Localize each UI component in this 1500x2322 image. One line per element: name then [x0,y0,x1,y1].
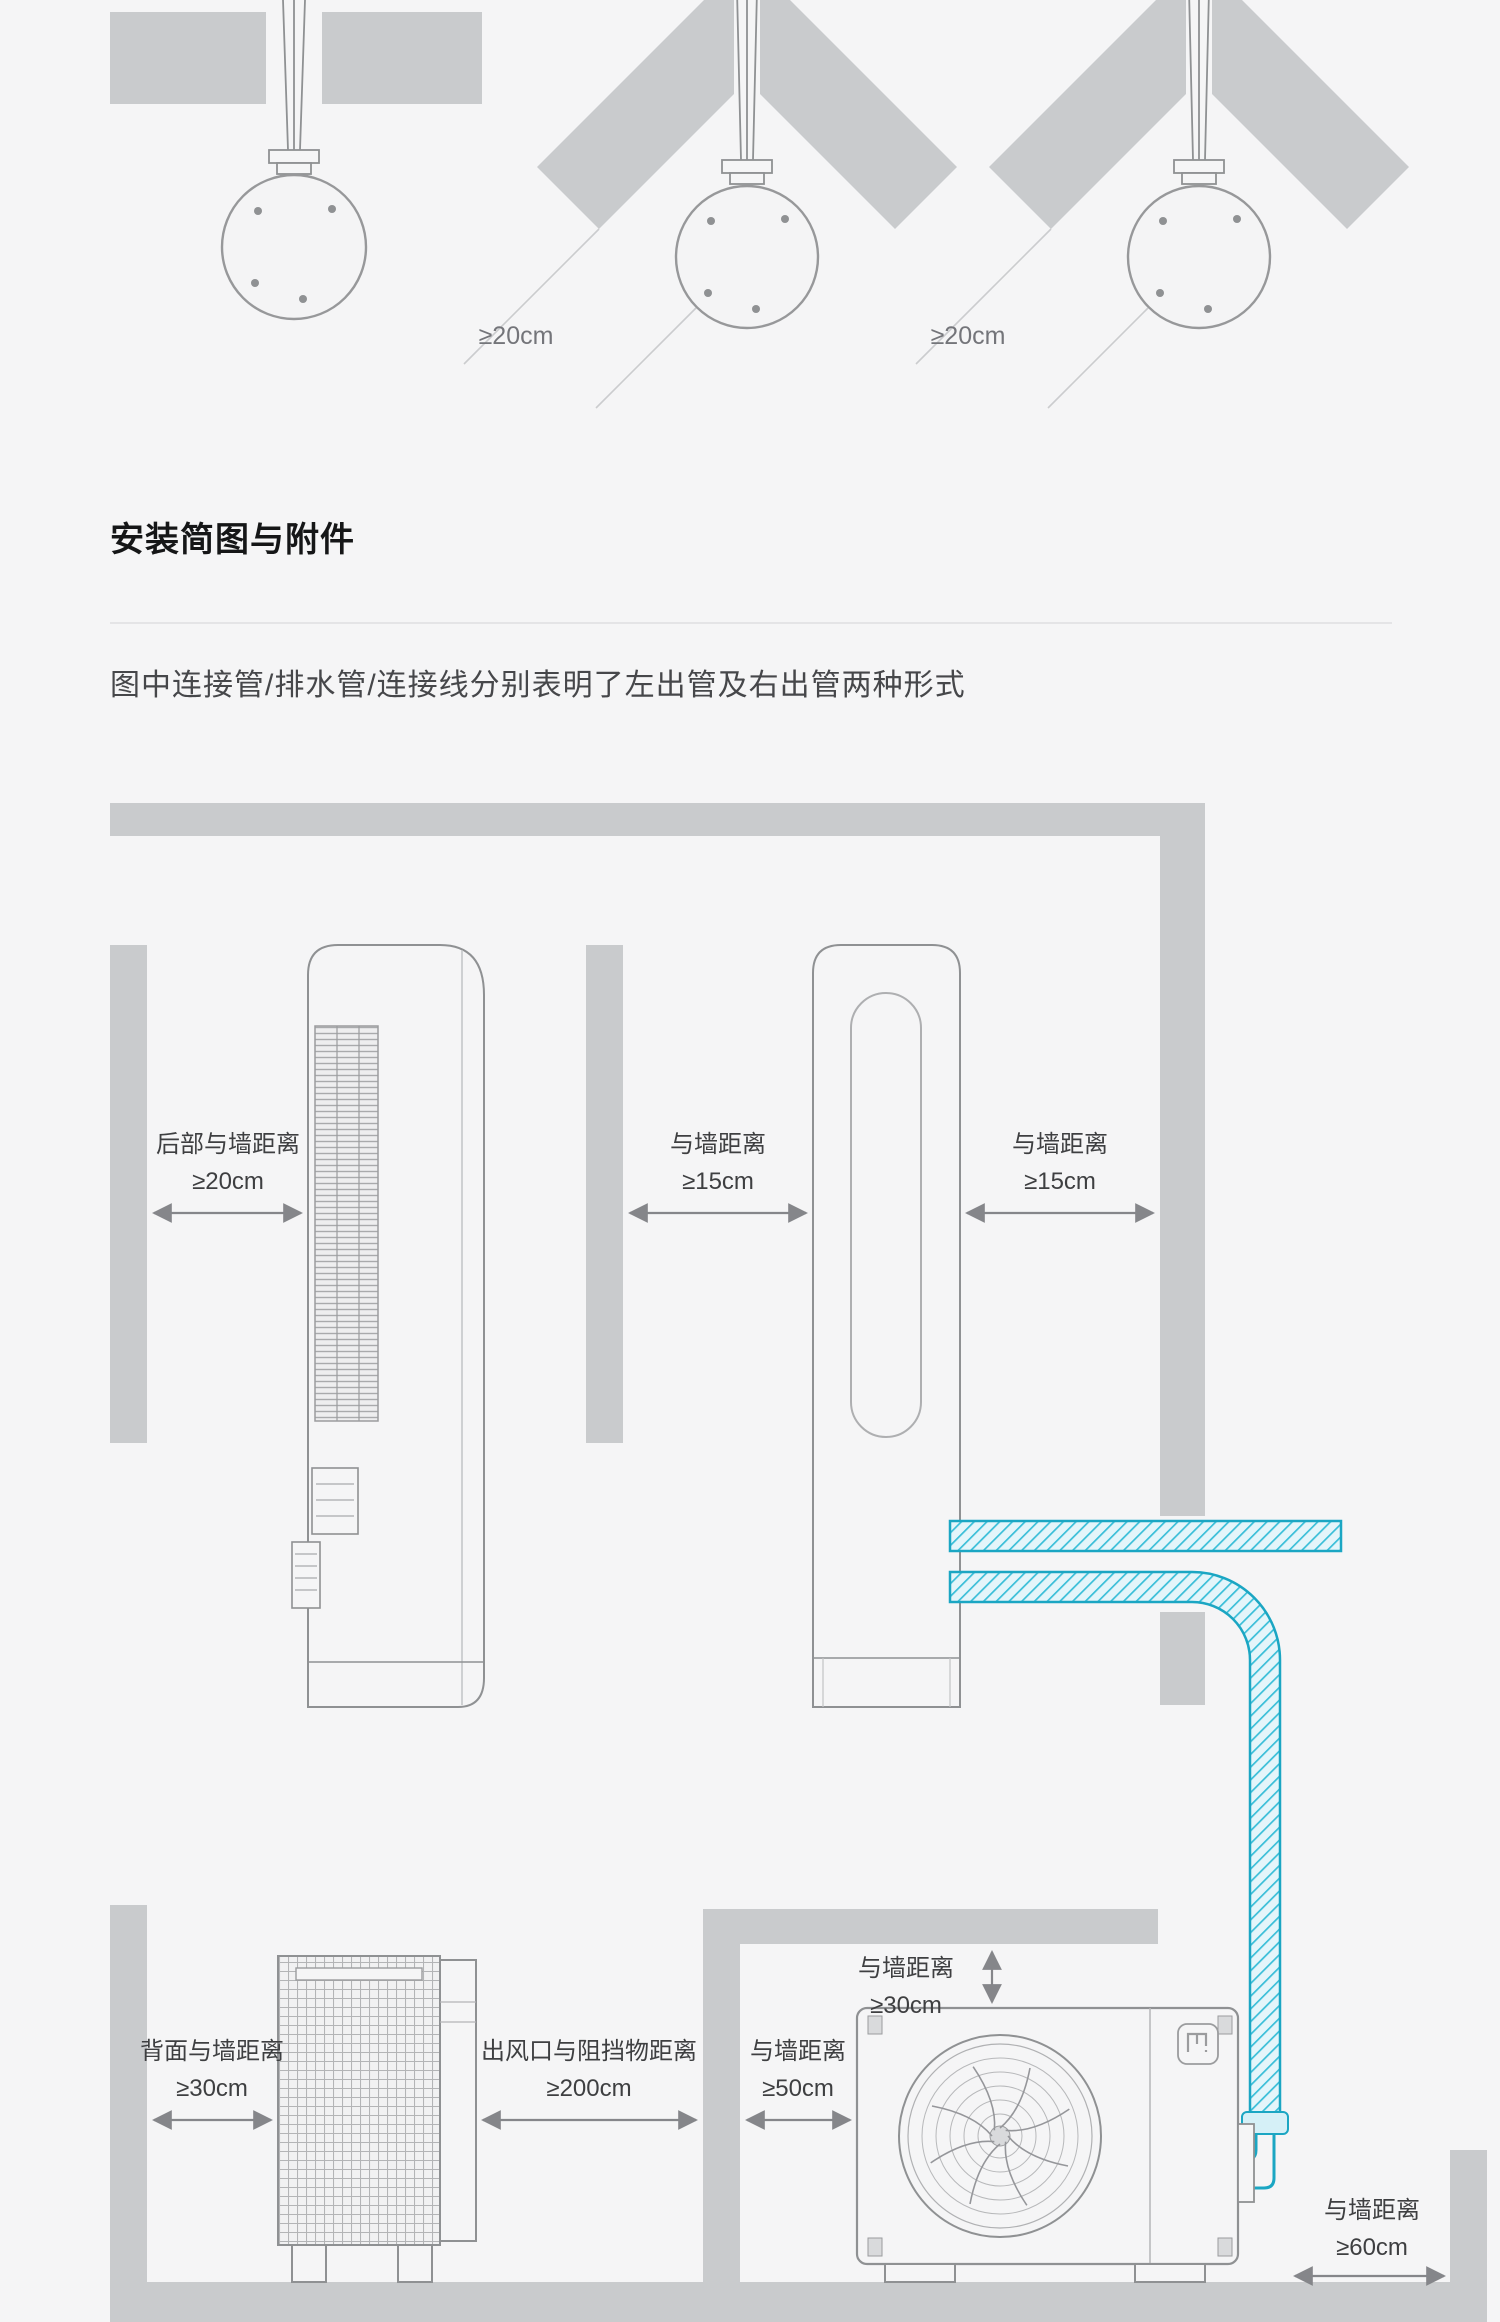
unit-body [812,944,961,1708]
air-outlet-column [850,992,922,1438]
dim-text: 背面与墙距离 [140,2038,284,2065]
ceiling-wall [110,803,1205,836]
dim-text: 与墙距离 [670,1131,766,1158]
outdoor-unit-front-view [855,2006,1255,2283]
fan-ring [977,2113,1023,2159]
dim-value: ≥30cm [176,2075,248,2102]
dim-value: ≥60cm [1336,2234,1408,2261]
pipe-fitting [268,149,320,164]
clearance-label-left: ≥20cm [478,322,554,350]
foot-right [1134,2263,1206,2283]
indoor-unit-side-view [291,944,485,1708]
dim-rear-clearance: 后部与墙距离 ≥20cm [156,1126,300,1200]
cover-dot [328,205,336,213]
cover-dot [299,295,307,303]
dim-text: 与墙距离 [750,2038,846,2065]
fan-ring [935,2071,1065,2201]
corner-tab [1217,2237,1233,2257]
dim-value: ≥20cm [192,1168,264,1195]
room-walls [110,803,1487,2322]
connection-pipes [948,1519,1343,2194]
pipe-lines [282,0,306,151]
valve-stub-2 [1238,2134,1276,2190]
indoor-unit-front-view [812,944,961,1708]
terminal-lines [295,1553,317,1591]
dim-outlet-clearance: 出风口与阻挡物距离 ≥200cm [481,2033,697,2107]
fan-ring [963,2099,1037,2173]
dim-text: 与墙距离 [858,1955,954,1982]
outdoor-right-wall [1450,2150,1487,2282]
side-panel-lines [440,2001,476,2023]
corner-tab [1217,2015,1233,2035]
pipe-lower-elbow [948,1570,1282,2120]
fan-blades [930,2066,1070,2206]
cover-dot [254,207,262,215]
ceiling-install-flat [110,0,482,321]
dim-value: ≥200cm [546,2075,632,2102]
dim-text: 与墙距离 [1324,2197,1420,2224]
corner-tab [867,2237,883,2257]
dim-text: 与墙距离 [1012,1131,1108,1158]
fan-ring [949,2085,1051,2187]
dim-value: ≥15cm [1024,1168,1096,1195]
outdoor-mid-wall [703,1944,740,2282]
clearance-label-right: ≥20cm [930,322,1006,350]
wiring-box [311,1467,359,1535]
condenser-grille [277,1955,441,2246]
handle-slot [295,1967,423,1981]
fan-hub [989,2125,1011,2147]
dim-outdoor-top-clearance: 与墙距离 ≥30cm [858,1950,954,2024]
dim-wall-clearance-left: 与墙距离 ≥15cm [670,1126,766,1200]
cover-dot [251,279,259,287]
grille-dividers [336,1026,360,1421]
foot-left [291,2244,327,2283]
dim-wall-clearance-right: 与墙距离 ≥15cm [1012,1126,1108,1200]
pipe-fitting-small [276,162,312,175]
outdoor-unit-back-view [277,1955,477,2283]
wiring-box-lines [316,1483,354,1517]
dim-value: ≥30cm [870,1992,942,2019]
outdoor-left-wall [110,1905,147,2282]
right-wall-lower [1160,1612,1205,1705]
right-wall-upper [1160,836,1205,1516]
dim-outdoor-rear-clearance: 背面与墙距离 ≥30cm [140,2033,284,2107]
corner-tab [867,2015,883,2035]
fan-ring [907,2043,1093,2229]
section-divider [110,622,1392,624]
foot-left [884,2263,956,2283]
dim-text: 后部与墙距离 [156,1131,300,1158]
pipe-bracket [1237,2123,1255,2203]
left-wall-strip [110,945,147,1443]
pipe-upper [948,1519,1343,1553]
floor [110,2282,1487,2322]
pipe-hole-cover [220,173,368,321]
mijia-logo [1177,2023,1219,2065]
section-description: 图中连接管/排水管/连接线分别表明了左出管及右出管两种形式 [110,669,966,702]
side-panel [439,1959,477,2242]
dim-value: ≥50cm [762,2075,834,2102]
logo-frame [1177,2023,1219,2065]
dim-outdoor-right-clearance: 与墙距离 ≥60cm [1324,2192,1420,2266]
terminal-block [291,1541,321,1609]
fan-grille [898,2034,1102,2238]
dimension-arrows [152,1203,1446,2286]
dim-outdoor-side-clearance: 与墙距离 ≥50cm [750,2033,846,2107]
fan-ring [921,2057,1079,2215]
middle-wall-strip [586,945,623,1443]
dim-text: 出风口与阻挡物距离 [481,2038,697,2065]
base-edges [822,1658,951,1707]
foot-right [397,2244,433,2283]
section-title: 安装简图与附件 [110,521,355,559]
outdoor-overhang-wall [703,1909,1158,1944]
logo-glyph [1186,2032,1208,2052]
dim-value: ≥15cm [682,1168,754,1195]
heat-exchanger-grille [314,1025,379,1422]
